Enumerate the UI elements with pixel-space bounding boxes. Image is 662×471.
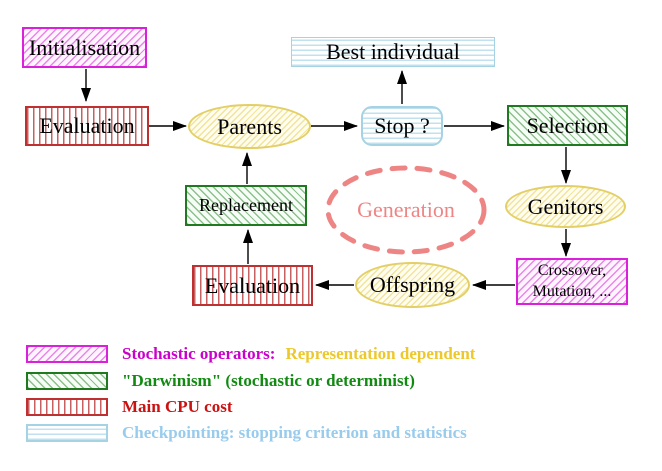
node-initialisation: Initialisation bbox=[22, 27, 147, 68]
node-evaluation-bottom-label: Evaluation bbox=[204, 272, 301, 298]
legend-swatch-red-stripes bbox=[26, 398, 108, 416]
legend-row-main-cpu-cost: Main CPU cost bbox=[26, 397, 232, 417]
legend-label-representation-dependent: Representation dependent bbox=[285, 344, 476, 363]
node-offspring: Offspring bbox=[355, 262, 470, 308]
node-best-individual: Best individual bbox=[291, 37, 495, 67]
node-evaluation-top: Evaluation bbox=[25, 106, 149, 146]
legend-row-stochastic-operators: Stochastic operators: Representation dep… bbox=[26, 344, 475, 364]
legend-row-darwinism: "Darwinism" (stochastic or determinist) bbox=[26, 371, 415, 391]
node-stop-label: Stop ? bbox=[374, 113, 430, 139]
node-parents-label: Parents bbox=[217, 113, 282, 139]
node-parents: Parents bbox=[188, 104, 311, 149]
node-selection-label: Selection bbox=[526, 112, 609, 138]
legend-swatch-green-hatch bbox=[26, 372, 108, 390]
node-initialisation-label: Initialisation bbox=[28, 34, 141, 60]
legend-row-checkpointing: Checkpointing: stopping criterion and st… bbox=[26, 423, 467, 443]
generation-label-text: Generation bbox=[357, 197, 455, 222]
node-replacement-label: Replacement bbox=[199, 195, 293, 216]
node-offspring-label: Offspring bbox=[369, 272, 456, 298]
legend-label-darwinism: "Darwinism" (stochastic or determinist) bbox=[122, 371, 415, 390]
legend-swatch-magenta-hatch bbox=[26, 345, 108, 363]
node-evaluation-bottom: Evaluation bbox=[192, 265, 313, 306]
node-genitors: Genitors bbox=[505, 185, 626, 228]
legend-label-main-cpu-cost: Main CPU cost bbox=[122, 397, 233, 416]
legend-swatch-cyan-stripes bbox=[26, 424, 108, 442]
node-genitors-label: Genitors bbox=[527, 193, 604, 219]
node-crossover-label-line2: Mutation, ... bbox=[532, 282, 612, 300]
node-evaluation-top-label: Evaluation bbox=[39, 113, 135, 139]
node-best-individual-label: Best individual bbox=[326, 39, 460, 65]
generation-dashed-ellipse bbox=[325, 165, 487, 255]
node-crossover-label-line1: Crossover, bbox=[537, 261, 607, 279]
generation-label: Generation bbox=[326, 166, 486, 254]
node-selection: Selection bbox=[507, 105, 628, 146]
node-stop: Stop ? bbox=[361, 106, 443, 146]
legend-label-checkpointing: Checkpointing: stopping criterion and st… bbox=[122, 423, 467, 442]
legend-label-stochastic-operators: Stochastic operators: bbox=[122, 344, 276, 363]
node-replacement: Replacement bbox=[185, 185, 307, 226]
node-crossover-mutation: Crossover, Mutation, ... bbox=[516, 258, 628, 305]
